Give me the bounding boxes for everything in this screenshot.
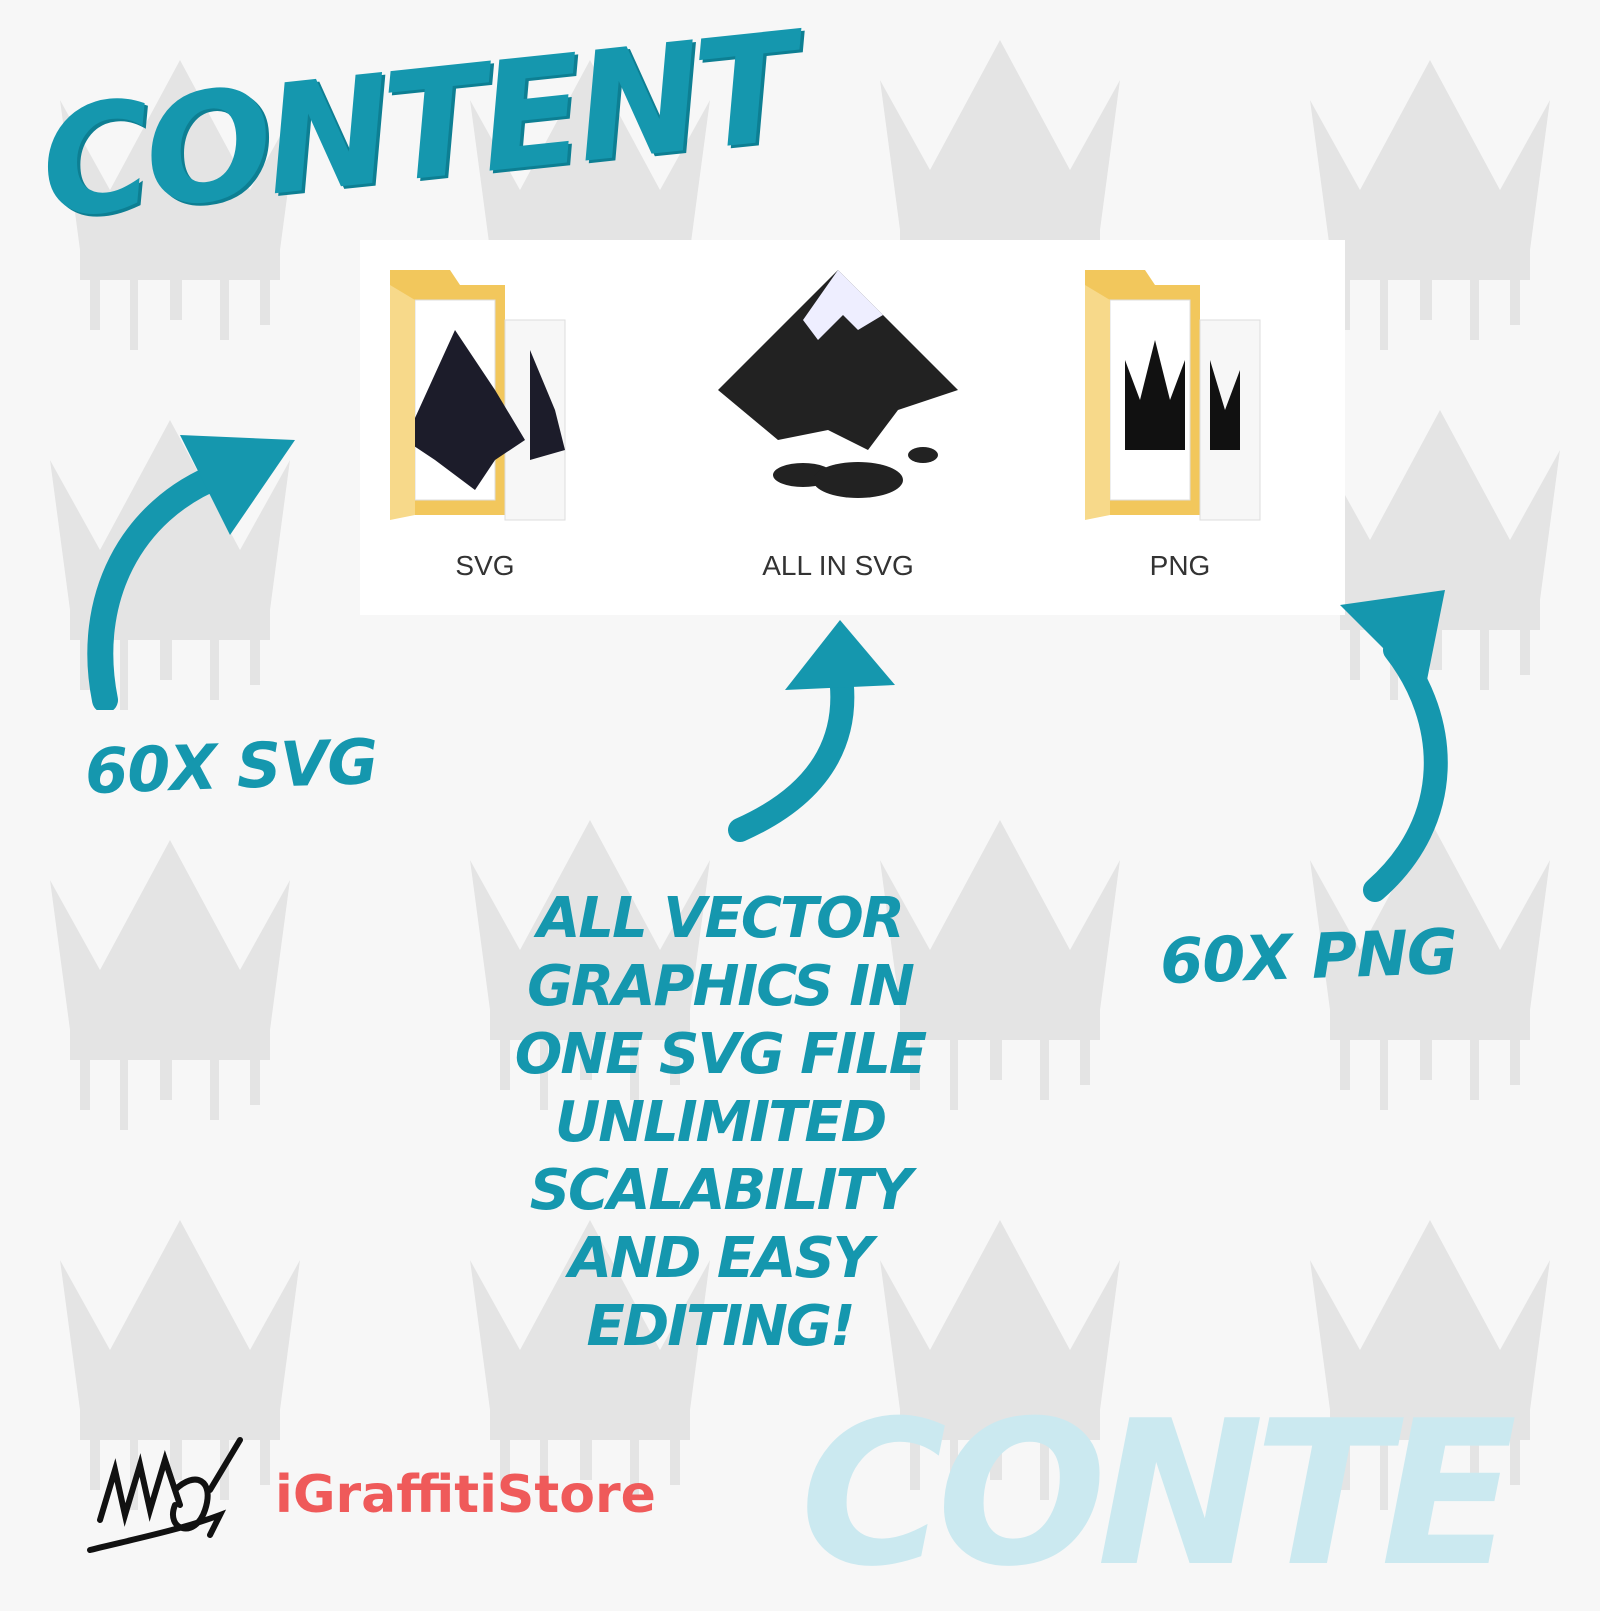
file-label: ALL IN SVG (762, 550, 914, 581)
crown-icon (50, 840, 290, 1130)
folder-png-icon (1085, 270, 1261, 521)
description-line: ONE SVG FILE (514, 1022, 927, 1087)
description-line: GRAPHICS IN (527, 954, 915, 1019)
description-line: AND EASY (568, 1226, 874, 1291)
description-line: EDITING! (586, 1294, 856, 1359)
file-panel: SVG ALL IN SVG PNG (360, 240, 1345, 615)
svg-count-label: 60X SVG (83, 724, 379, 809)
description-text: ALL VECTOR GRAPHICS IN ONE SVG FILE UNLI… (460, 885, 980, 1361)
crown-icon (470, 820, 710, 1110)
file-label: PNG (1149, 550, 1211, 581)
arrow-to-all-in-svg-icon (728, 620, 895, 842)
description-line: ALL VECTOR (537, 886, 905, 951)
inkscape-icon (718, 270, 958, 498)
watermark-text: CONTE (800, 1378, 1517, 1611)
crown-icon (1310, 60, 1550, 350)
crown-icon (1310, 820, 1550, 1110)
arrow-to-png-icon (1340, 590, 1448, 902)
crown-icon (470, 1220, 710, 1510)
png-count-label: 60X PNG (1158, 914, 1459, 999)
crown-icon (880, 1220, 1120, 1510)
file-item-all-in-svg[interactable]: ALL IN SVG (708, 260, 968, 581)
file-item-png[interactable]: PNG (1050, 260, 1310, 581)
arrow-to-svg-icon (87, 435, 295, 710)
file-item-svg[interactable]: SVG (355, 260, 615, 581)
folder-svg-icon (390, 270, 566, 521)
brand-name: iGraffitiStore (275, 1465, 656, 1525)
description-line: UNLIMITED (554, 1090, 887, 1155)
crown-icon (60, 60, 300, 350)
signature-logo-icon (87, 1437, 243, 1553)
crown-icon (1310, 1220, 1550, 1510)
crown-icon (880, 820, 1120, 1110)
description-line: SCALABILITY (529, 1158, 913, 1223)
file-label: SVG (455, 550, 515, 581)
